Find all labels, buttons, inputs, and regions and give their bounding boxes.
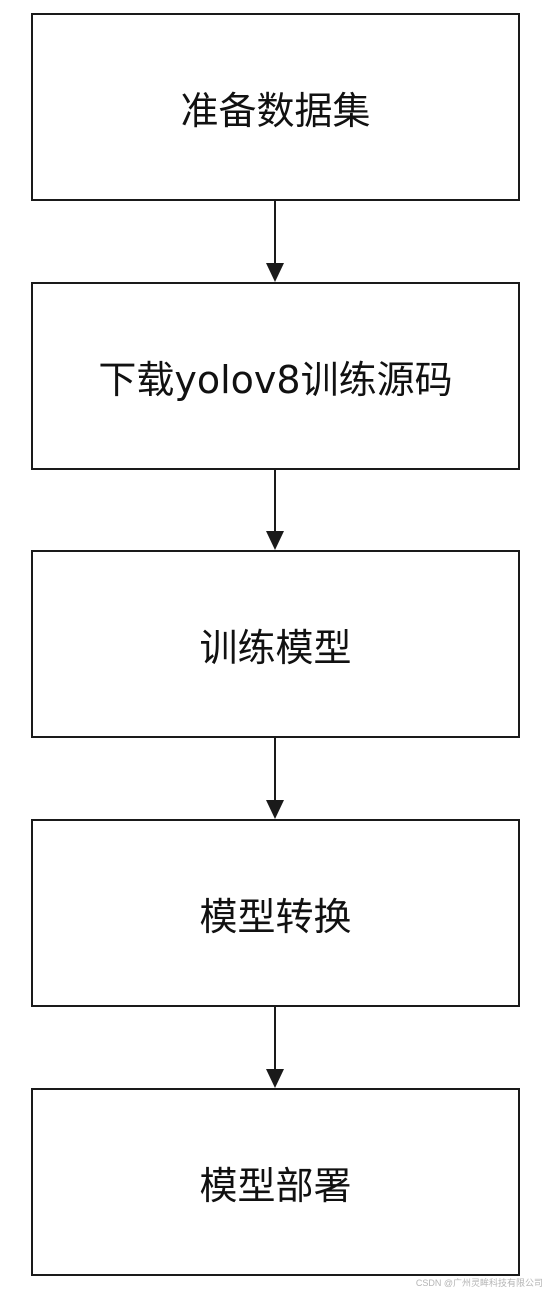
arrow-head-1-2 <box>266 263 284 282</box>
step-prepare-dataset: 准备数据集 <box>31 13 520 201</box>
step-label: 下载yolov8训练源码 <box>98 357 453 402</box>
step-train-model: 训练模型 <box>31 550 520 738</box>
arrow-head-3-4 <box>266 800 284 819</box>
step-label: 模型转换 <box>199 894 352 939</box>
arrow-head-4-5 <box>266 1069 284 1088</box>
step-label: 准备数据集 <box>180 88 371 133</box>
step-deploy-model: 模型部署 <box>31 1088 520 1276</box>
step-label: 训练模型 <box>199 625 352 670</box>
step-label: 模型部署 <box>199 1163 352 1208</box>
arrow-head-2-3 <box>266 531 284 550</box>
step-download-source: 下载yolov8训练源码 <box>31 282 520 470</box>
watermark: CSDN @广州灵眸科技有限公司 <box>415 1278 543 1288</box>
step-convert-model: 模型转换 <box>31 819 520 1007</box>
